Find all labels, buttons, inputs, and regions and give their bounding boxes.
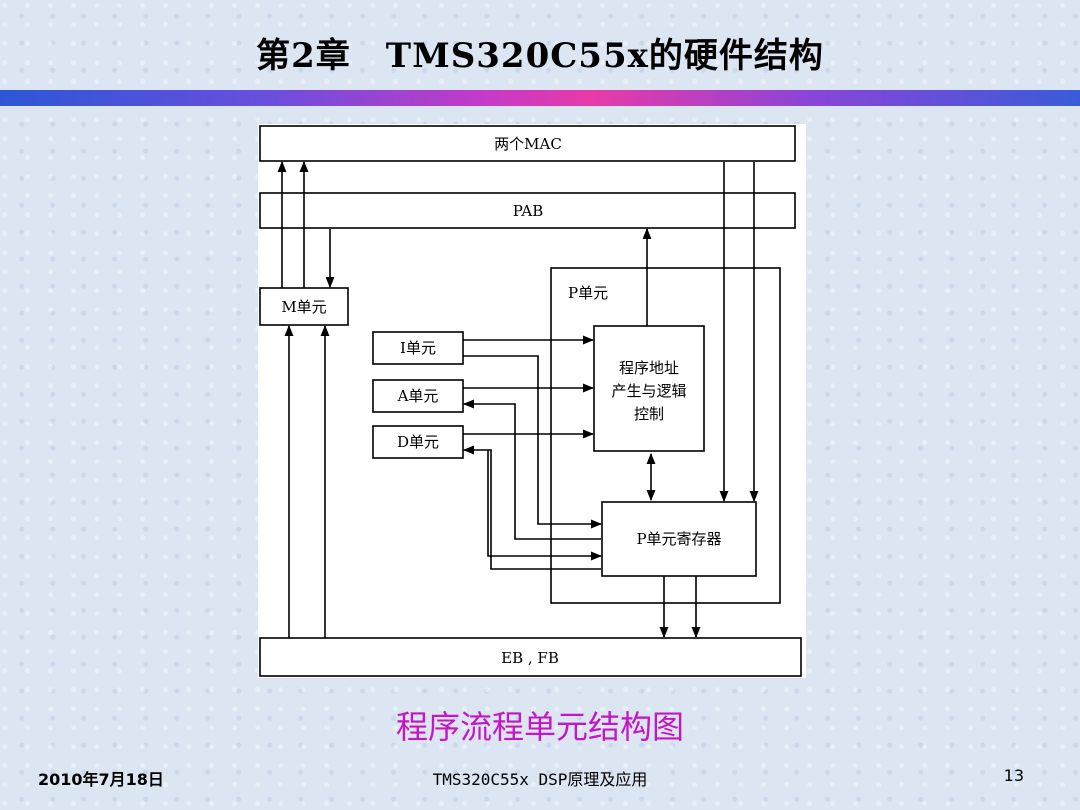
mac-label: 两个MAC xyxy=(494,135,562,153)
pab-box xyxy=(259,192,796,229)
eb-fb-bus-box xyxy=(259,637,802,677)
wire-d-to-preg xyxy=(487,450,603,561)
page-number: 13 xyxy=(1003,766,1024,785)
a-unit-box xyxy=(372,379,464,413)
p-reg-label: P单元寄存器 xyxy=(636,530,721,548)
a-unit-label: A单元 xyxy=(397,387,439,405)
slide-title: 第2章 TMS320C55x的硬件结构 xyxy=(256,36,824,76)
diagram-caption: 程序流程单元结构图 xyxy=(395,708,684,746)
wire-preg-to-d xyxy=(462,445,601,570)
i-unit-box xyxy=(372,331,464,365)
p-unit-box xyxy=(550,267,781,604)
addr-ctrl-label-2: 产生与逻辑 xyxy=(611,382,686,400)
wire-preg-to-a xyxy=(462,399,601,540)
title-gradient-bar xyxy=(0,90,1080,106)
wire-i-to-preg xyxy=(463,355,603,529)
diagram-panel: 两个MAC PAB M单元 P单元 I单元 A单元 D单元 程序地址 产生与逻辑… xyxy=(258,124,806,678)
mac-box xyxy=(259,125,796,162)
d-unit-box xyxy=(372,425,464,459)
block-diagram: 两个MAC PAB M单元 P单元 I单元 A单元 D单元 程序地址 产生与逻辑… xyxy=(259,125,802,677)
addr-ctrl-label-1: 程序地址 xyxy=(619,359,679,377)
addr-ctrl-label-3: 控制 xyxy=(634,405,664,423)
footer-course-title: TMS320C55x DSP原理及应用 xyxy=(432,770,648,789)
footer-date: 2010年7月18日 xyxy=(38,770,164,789)
bus-label: EB , FB xyxy=(501,649,559,667)
p-unit-label: P单元 xyxy=(568,284,608,302)
pab-label: PAB xyxy=(513,202,544,220)
d-unit-label: D单元 xyxy=(397,433,439,451)
i-unit-label: I单元 xyxy=(400,339,436,357)
p-reg-box xyxy=(601,501,757,577)
m-unit-label: M单元 xyxy=(281,298,326,316)
